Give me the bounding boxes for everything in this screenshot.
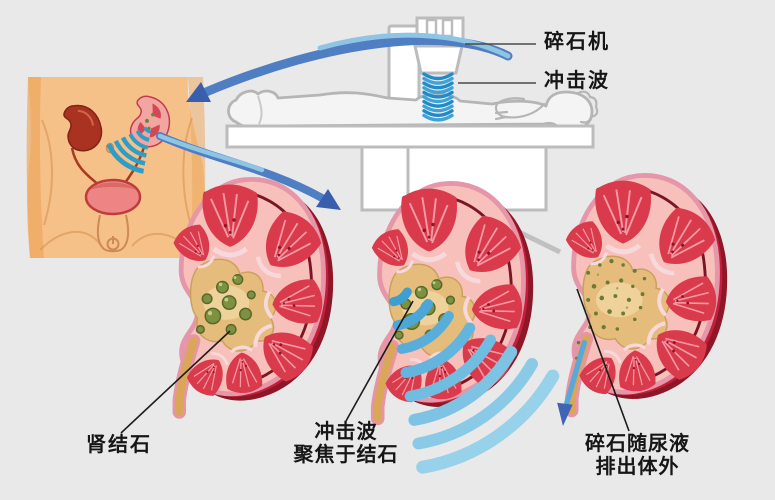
patient-arm xyxy=(494,97,546,121)
urine-flow-arrow xyxy=(557,339,587,427)
torso xyxy=(27,77,205,258)
patient-hair xyxy=(576,90,599,124)
zoom-arrow xyxy=(156,132,341,210)
kidney-1-with-stones xyxy=(170,179,333,412)
focus-arrow xyxy=(186,32,513,102)
expel-label: 碎石随尿液 排出体外 xyxy=(585,433,690,478)
leader-lines xyxy=(458,43,536,84)
shock-wave-coil xyxy=(422,72,454,122)
machine-transducer xyxy=(413,44,464,75)
inset-shock-wave xyxy=(106,126,152,174)
focus-label: 冲击波 聚焦于结石 xyxy=(293,421,399,466)
machine-label: 碎石机 xyxy=(544,31,610,53)
left-kidney xyxy=(63,104,103,152)
treatment-table xyxy=(225,124,595,149)
shock-wave-beam xyxy=(389,287,560,474)
shock-wave-label: 冲击波 xyxy=(544,70,610,92)
callout-lines xyxy=(120,288,630,434)
kidney-3-with-fragments xyxy=(557,175,727,427)
kidney-stone-label: 肾结石 xyxy=(86,434,152,456)
bladder xyxy=(84,178,142,216)
torso-inset xyxy=(26,77,206,258)
urethra xyxy=(96,214,130,253)
